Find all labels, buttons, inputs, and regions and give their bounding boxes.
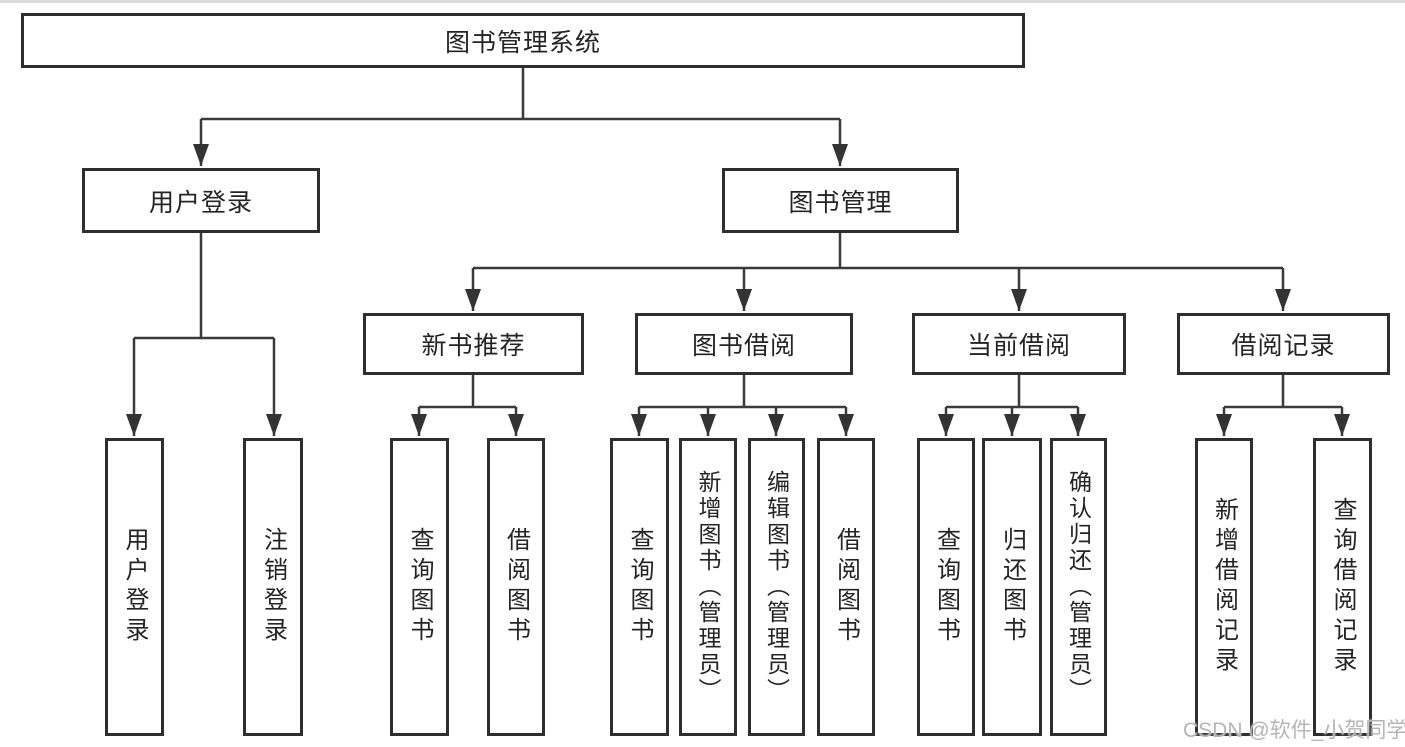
node-root: 图书管理系统 (21, 13, 1025, 68)
leaf-label: 借阅图书 (502, 527, 530, 647)
leaf-label: 注销登录 (259, 527, 287, 647)
node-label: 当前借阅 (966, 332, 1071, 360)
leaf-user-login: 用户登录 (105, 438, 164, 736)
node-book-borrowing: 图书借阅 (635, 313, 853, 375)
leaf-borrowing-query-books: 查询图书 (610, 438, 669, 736)
leaf-borrowing-edit-books-admin: 编辑图书（管理员） (748, 438, 805, 736)
leaf-label: 新增图书（管理员） (695, 470, 721, 704)
connectors-book-management (465, 233, 1291, 311)
connectors-user-login (126, 233, 282, 436)
leaf-borrowing-borrow-books: 借阅图书 (817, 438, 875, 736)
node-current-borrowing: 当前借阅 (912, 313, 1126, 375)
leaf-label: 查询图书 (932, 527, 960, 647)
leaf-label: 查询图书 (626, 527, 653, 647)
leaf-label: 编辑图书（管理员） (763, 470, 790, 704)
leaf-label: 查询图书 (406, 527, 433, 647)
connectors-root (193, 68, 848, 166)
node-label: 图书管理系统 (444, 28, 601, 57)
leaf-current-confirm-return-admin: 确认归还（管理员） (1050, 438, 1107, 736)
leaf-label: 确认归还（管理员） (1065, 470, 1092, 704)
node-user-login: 用户登录 (82, 168, 320, 233)
leaf-label: 新增借阅记录 (1210, 497, 1238, 677)
leaf-current-return-books: 归还图书 (982, 438, 1042, 736)
leaf-recommend-borrow-books: 借阅图书 (487, 438, 545, 736)
node-label: 图书借阅 (691, 332, 796, 360)
connectors-book-borrowing (631, 375, 854, 436)
watermark: CSDN @软件_小贺同学 (1183, 719, 1405, 742)
node-label: 借阅记录 (1231, 332, 1336, 360)
node-new-book-recommend: 新书推荐 (363, 313, 584, 375)
node-borrowing-records: 借阅记录 (1177, 313, 1390, 375)
leaf-logout: 注销登录 (243, 438, 303, 736)
leaf-current-query-books: 查询图书 (917, 438, 975, 736)
leaf-recommend-query-books: 查询图书 (390, 438, 449, 736)
leaf-borrowing-add-books-admin: 新增图书（管理员） (679, 438, 737, 736)
connectors-current-borrowing (938, 375, 1086, 436)
connectors-borrowing-records (1216, 375, 1350, 436)
node-label: 新书推荐 (421, 332, 526, 360)
connectors-new-book-recommend (411, 375, 524, 436)
leaf-records-add-record: 新增借阅记录 (1195, 438, 1253, 736)
leaf-records-query-record: 查询借阅记录 (1313, 438, 1372, 736)
node-book-management: 图书管理 (722, 168, 959, 233)
leaf-label: 归还图书 (998, 527, 1026, 647)
top-edge-divider (0, 0, 1405, 3)
leaf-label: 借阅图书 (832, 527, 860, 647)
leaf-label: 查询借阅记录 (1329, 497, 1356, 677)
leaf-label: 用户登录 (121, 527, 148, 647)
node-label: 图书管理 (788, 188, 893, 217)
node-label: 用户登录 (148, 188, 253, 217)
